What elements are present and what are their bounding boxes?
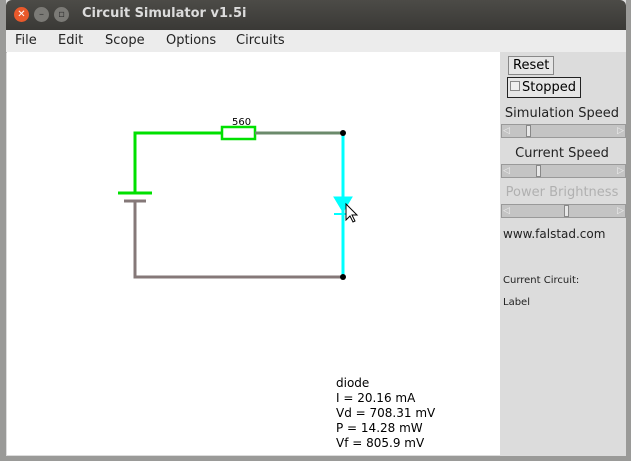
menu-options[interactable]: Options [166, 33, 217, 48]
current-speed-label: Current Speed [515, 146, 609, 161]
node-bottom[interactable] [340, 274, 346, 280]
node-top[interactable] [340, 130, 346, 136]
wire-bottom[interactable] [133, 201, 343, 279]
checkbox-icon[interactable] [510, 81, 520, 91]
current-circuit-label: Current Circuit: [503, 275, 580, 286]
stopped-label: Stopped [522, 80, 577, 95]
resistor-label: 560 [232, 117, 251, 128]
window-title: Circuit Simulator v1.5i [82, 6, 247, 21]
reset-button[interactable]: Reset [508, 56, 555, 75]
slider-thumb[interactable] [564, 205, 569, 217]
circuit-name: Label [503, 297, 530, 308]
title-bar: ✕ – ▫ Circuit Simulator v1.5i [6, 0, 626, 30]
info-vf: Vf = 805.9 mV [336, 436, 425, 450]
minimize-icon[interactable]: – [34, 7, 49, 22]
slider-thumb[interactable] [526, 125, 531, 137]
sim-speed-label: Simulation Speed [504, 106, 620, 121]
element-info: diode I = 20.16 mA Vd = 708.31 mV P = 14… [336, 376, 435, 451]
stopped-checkbox[interactable]: Stopped [507, 77, 582, 98]
info-current: I = 20.16 mA [336, 391, 416, 405]
close-icon[interactable]: ✕ [14, 7, 29, 22]
menu-scope[interactable]: Scope [105, 33, 145, 48]
control-panel: Reset Stopped Simulation Speed ◁▷ Curren… [500, 52, 626, 456]
info-vd: Vd = 708.31 mV [336, 406, 436, 420]
diode[interactable] [333, 196, 353, 213]
circuit-canvas[interactable]: 560 diode I = 20.16 mA Vd = 708.31 mV P … [7, 52, 500, 455]
info-power: P = 14.28 mW [336, 421, 423, 435]
power-brightness-slider[interactable]: ◁▷ [501, 204, 626, 218]
current-speed-slider[interactable]: ◁▷ [501, 164, 626, 178]
website-link[interactable]: www.falstad.com [503, 227, 606, 241]
info-type: diode [336, 376, 370, 390]
menu-file[interactable]: File [15, 33, 37, 48]
menu-edit[interactable]: Edit [58, 33, 84, 48]
app-window: ✕ – ▫ Circuit Simulator v1.5i File Edit … [6, 0, 626, 456]
slider-thumb[interactable] [536, 165, 541, 177]
menu-bar: File Edit Scope Options Circuits [6, 30, 626, 53]
wire-green[interactable] [133, 131, 222, 193]
mouse-cursor-icon [345, 202, 359, 223]
maximize-icon[interactable]: ▫ [54, 7, 69, 22]
resistor[interactable] [220, 125, 257, 141]
power-brightness-label: Power Brightness [505, 185, 619, 200]
sim-speed-slider[interactable]: ◁▷ [501, 124, 626, 138]
menu-circuits[interactable]: Circuits [236, 33, 285, 48]
